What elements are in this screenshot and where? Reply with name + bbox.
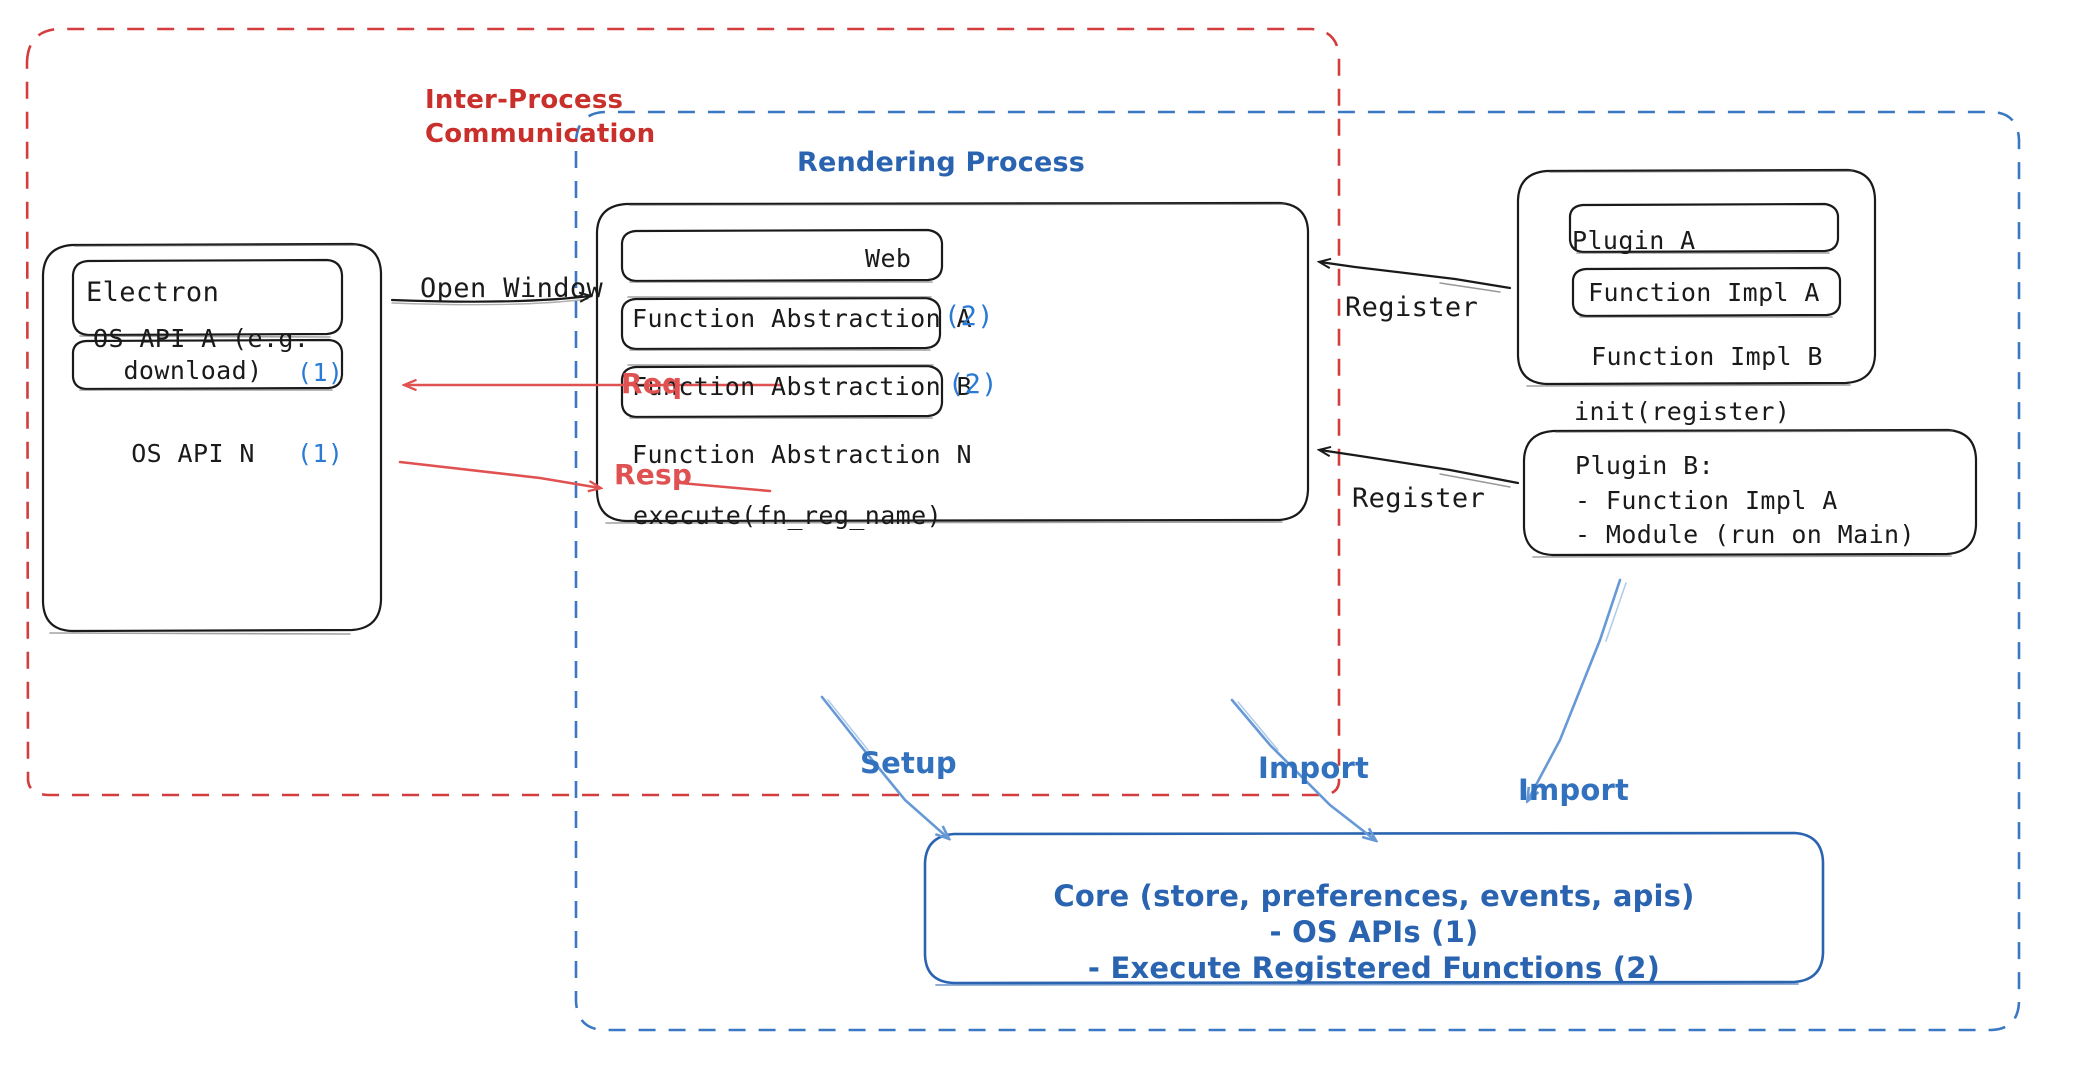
edge-label-register-plugin-b: Register xyxy=(1352,483,1486,514)
edge-setup xyxy=(820,695,948,838)
os-api-n-badge: (1) xyxy=(297,439,344,468)
os-api-a-label: OS API A (e.g. download) xyxy=(93,324,310,385)
edge-resp xyxy=(398,460,772,491)
os-api-a-box-border xyxy=(71,258,344,338)
region-ipc-border xyxy=(25,27,1341,797)
function-impl-a-label: Function Impl A xyxy=(1588,278,1820,307)
plugin-a-box-border xyxy=(1516,168,1877,387)
edge-label-import-web: Import xyxy=(1258,751,1370,785)
function-impl-b-box-border xyxy=(1571,266,1842,318)
plugin-a-footer-init: init(register) xyxy=(1574,397,1791,426)
edge-label-setup: Setup xyxy=(860,746,957,780)
core-line-2: - OS APIs (1) xyxy=(1269,915,1479,949)
function-abstraction-b-label: Function Abstraction B xyxy=(632,372,972,401)
os-api-n-label: OS API N xyxy=(131,439,255,468)
edge-register-b xyxy=(1320,450,1520,488)
region-label-ipc: Inter-Process Communication xyxy=(425,85,656,149)
edge-register-a xyxy=(1320,262,1512,293)
plugin-b-box-border xyxy=(1522,428,1978,558)
function-abstraction-n-label: Function Abstraction N xyxy=(632,440,972,469)
function-abstraction-b-badge: (2) xyxy=(948,369,998,400)
plugin-b-title: Plugin B: xyxy=(1575,451,1715,480)
electron-title: Electron xyxy=(86,277,220,308)
web-title: Web xyxy=(865,244,912,273)
core-line-1: Core (store, preferences, events, apis) xyxy=(1053,879,1695,913)
edge-label-req: Req xyxy=(621,367,683,400)
function-impl-b-label: Function Impl B xyxy=(1591,342,1823,371)
function-abstraction-a-box-border xyxy=(620,228,944,283)
function-impl-a-box-border xyxy=(1568,202,1840,254)
web-box-border xyxy=(595,201,1310,524)
function-abstraction-a-badge: (2) xyxy=(944,301,994,332)
electron-box-border xyxy=(41,242,383,635)
edge-label-register-plugin-a: Register xyxy=(1345,292,1479,323)
web-footer-execute: execute(fn_reg_name) xyxy=(633,501,943,530)
core-line-3: - Execute Registered Functions (2) xyxy=(1087,951,1661,985)
region-label-rendering-process: Rendering Process xyxy=(797,147,1085,178)
plugin-b-item-2: - Module (run on Main) xyxy=(1575,520,1915,549)
plugin-b-item-1: - Function Impl A xyxy=(1575,486,1838,515)
function-abstraction-n-box-border xyxy=(620,364,944,419)
edge-label-import-plugin-b: Import xyxy=(1518,773,1630,807)
plugin-a-title: Plugin A xyxy=(1572,226,1696,255)
region-rendering-border xyxy=(574,110,2021,1032)
function-abstraction-a-label: Function Abstraction A xyxy=(632,304,972,333)
os-api-a-badge: (1) xyxy=(297,358,344,387)
edge-req xyxy=(0,0,782,385)
edge-import-web xyxy=(1230,698,1375,840)
edge-import-plugin-b xyxy=(1528,578,1627,800)
os-api-n-box-border xyxy=(71,338,344,391)
edge-label-resp: Resp xyxy=(614,458,693,491)
edge-label-open-window: Open Window xyxy=(420,273,604,304)
function-abstraction-b-box-border xyxy=(620,296,942,351)
edge-open-window xyxy=(390,296,590,306)
